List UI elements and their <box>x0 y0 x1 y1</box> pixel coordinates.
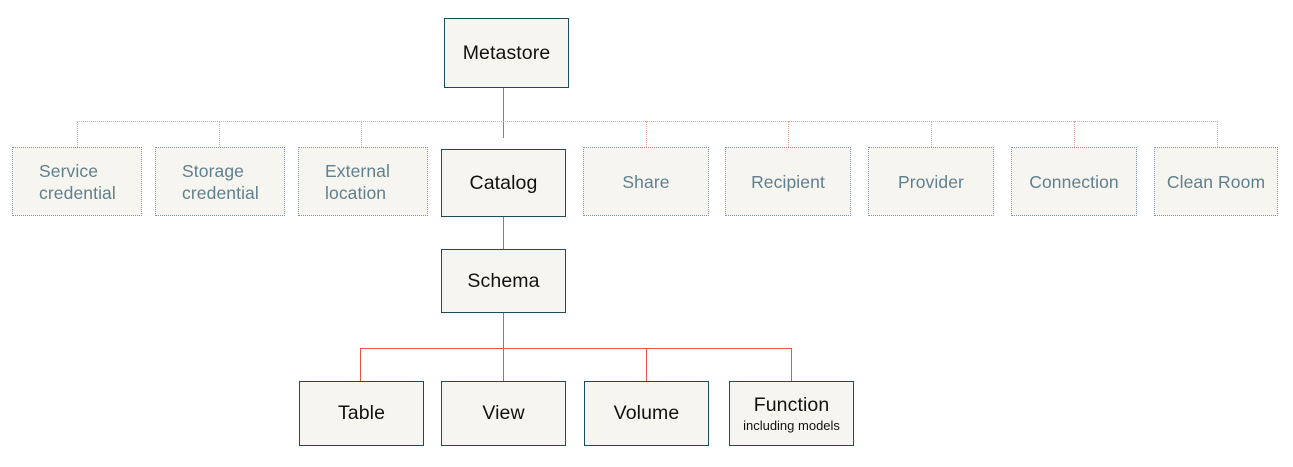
node-provider-label: Provider <box>898 171 964 192</box>
node-catalog-label: Catalog <box>469 171 538 194</box>
edge-metastore-down <box>503 88 504 138</box>
edge-drop-volume <box>646 348 647 381</box>
node-storage-credential-label: Storage credential <box>182 160 259 203</box>
node-function-label: Function <box>753 394 830 416</box>
node-view-label: View <box>482 402 525 424</box>
node-metastore[interactable]: Metastore <box>444 18 569 88</box>
node-metastore-label: Metastore <box>462 41 551 64</box>
edge-drop-connection <box>1074 121 1075 147</box>
node-connection[interactable]: Connection <box>1011 147 1137 216</box>
edge-drop-table <box>360 348 361 381</box>
node-volume[interactable]: Volume <box>584 381 709 446</box>
edge-drop-storage-credential <box>219 121 220 147</box>
edge-catalog-to-schema <box>503 216 504 249</box>
node-recipient-label: Recipient <box>751 171 825 192</box>
node-external-location[interactable]: External location <box>298 147 428 216</box>
node-catalog[interactable]: Catalog <box>441 149 566 217</box>
node-service-credential[interactable]: Service credential <box>12 147 142 216</box>
edge-drop-service-credential <box>77 121 78 147</box>
node-table[interactable]: Table <box>299 381 424 446</box>
edge-drop-share <box>646 121 647 147</box>
edge-drop-provider <box>931 121 932 147</box>
node-share[interactable]: Share <box>583 147 709 216</box>
node-external-location-label: External location <box>325 160 390 203</box>
node-recipient[interactable]: Recipient <box>725 147 851 216</box>
node-function-sublabel: including models <box>743 418 840 433</box>
node-clean-room[interactable]: Clean Room <box>1154 147 1278 216</box>
edge-schema-down <box>503 313 504 381</box>
node-table-label: Table <box>337 402 386 424</box>
edge-schema-bus <box>360 348 792 349</box>
node-schema[interactable]: Schema <box>441 249 566 313</box>
node-storage-credential[interactable]: Storage credential <box>155 147 285 216</box>
node-service-credential-label: Service credential <box>39 160 116 203</box>
edge-drop-clean-room <box>1217 121 1218 147</box>
edge-drop-function <box>791 348 792 381</box>
node-share-label: Share <box>622 171 670 192</box>
node-clean-room-label: Clean Room <box>1166 171 1266 192</box>
node-view[interactable]: View <box>441 381 566 446</box>
node-volume-label: Volume <box>613 402 680 424</box>
node-function[interactable]: Function including models <box>729 381 854 446</box>
edge-metastore-bus <box>77 121 1218 122</box>
edge-drop-recipient <box>788 121 789 147</box>
edge-drop-external-location <box>361 121 362 147</box>
node-connection-label: Connection <box>1029 171 1119 192</box>
node-schema-label: Schema <box>467 269 540 292</box>
node-provider[interactable]: Provider <box>868 147 994 216</box>
